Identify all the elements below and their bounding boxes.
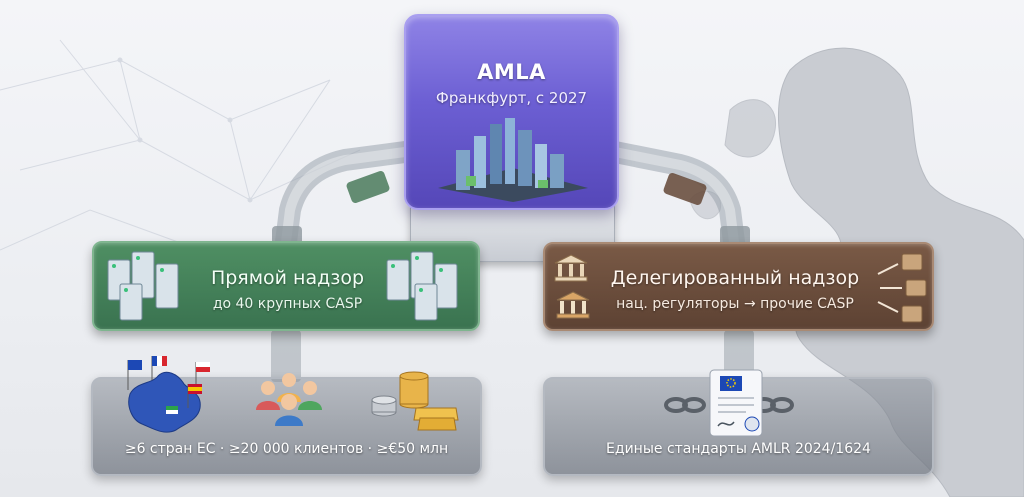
- server-rack-icon: [386, 251, 458, 321]
- connector-criteria: [271, 330, 301, 382]
- connector-delegated: [594, 139, 750, 261]
- standards-caption: Единые стандарты AMLR 2024/1624: [606, 441, 871, 457]
- bank-building-icon: [556, 291, 590, 319]
- direct-supervision-title: Прямой надзор: [210, 267, 365, 289]
- amla-subtitle: Франкфурт, с 2027: [435, 89, 588, 107]
- bank-building-icon: [554, 254, 588, 282]
- city-skyline-icon: [438, 118, 588, 202]
- people-group-icon: [256, 373, 322, 426]
- parcel-box-icon: [877, 253, 927, 323]
- delegated-supervision-title: Делегированный надзор: [610, 267, 860, 289]
- amla-title: AMLA: [477, 60, 546, 84]
- chain-link-icon: [664, 397, 794, 413]
- network-lines: [0, 39, 361, 251]
- coins-gold-bars-icon: [371, 371, 459, 431]
- criteria-caption: ≥6 стран ЕС · ≥20 000 клиентов · ≥€50 мл…: [124, 441, 449, 457]
- eu-certificate-document-icon: [709, 369, 763, 437]
- delegated-supervision-subtitle: нац. регуляторы → прочие CASP: [616, 296, 854, 312]
- direct-supervision-subtitle: до 40 крупных CASP: [212, 296, 363, 312]
- connector-standards: [724, 330, 754, 382]
- server-rack-icon: [107, 251, 179, 321]
- delegated-supervision-card: [543, 242, 934, 331]
- eu-map-flags-icon: [127, 356, 210, 433]
